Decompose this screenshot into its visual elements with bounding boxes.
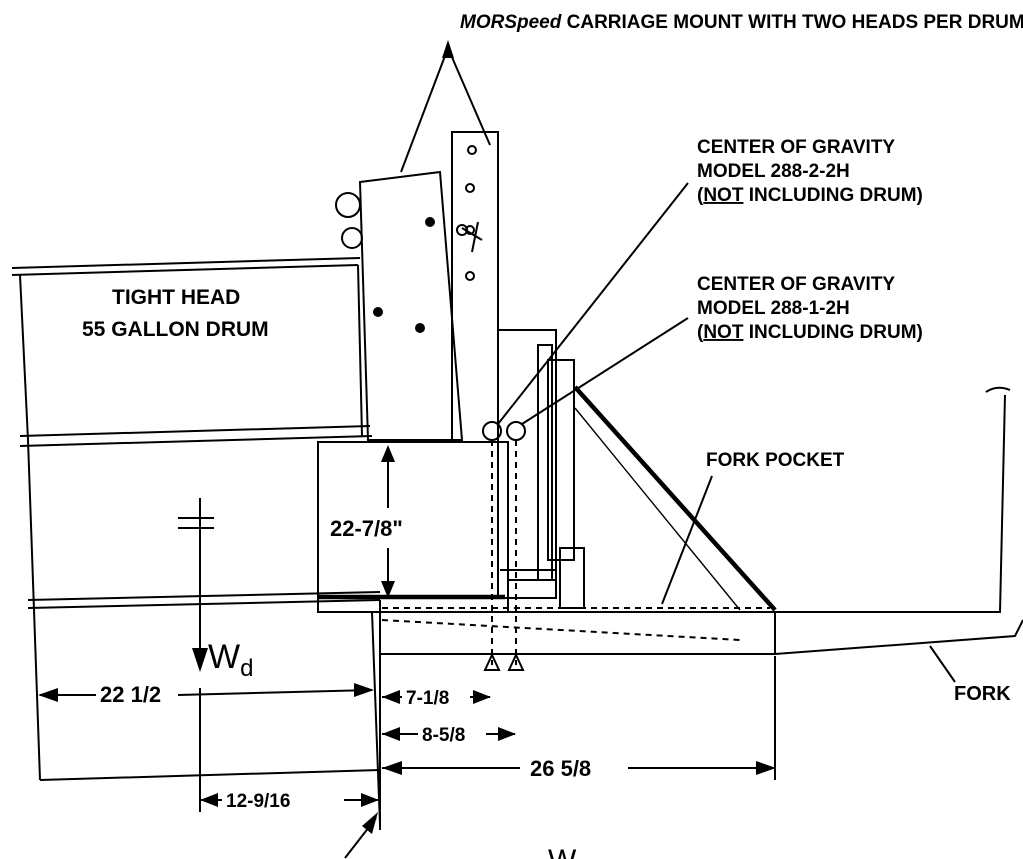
drum-label-line2: 55 GALLON DRUM: [82, 318, 269, 341]
fork-pocket: [379, 607, 776, 655]
drum-centerline: [178, 498, 214, 812]
dim-fork-pocket-length: [382, 656, 776, 780]
dim-fork-pocket-length-label: 26 5/8: [530, 756, 591, 781]
drum: [11, 257, 381, 781]
title-rest: CARRIAGE MOUNT WITH TWO HEADS PER DRUM: [561, 12, 1023, 33]
dim-cog-1: [382, 690, 491, 704]
fork-pocket-label: FORK POCKET: [706, 450, 845, 471]
dim-cog-2: [382, 727, 516, 741]
diagram-title: MORSpeed CARRIAGE MOUNT WITH TWO HEADS P…: [460, 12, 1023, 33]
dim-cog-1-label: 7-1/8: [406, 688, 449, 709]
drum-weight-label: Wd: [208, 638, 253, 682]
dim-drum-center: [200, 793, 379, 807]
dim-carriage-height: [381, 445, 395, 598]
dim-drum-width: [38, 683, 374, 702]
bottom-weight-label: W: [548, 844, 577, 859]
dim-drum-width-label: 22 1/2: [100, 682, 161, 707]
cog-markers: [482, 182, 689, 671]
dim-drum-center-label: 12-9/16: [226, 791, 290, 812]
reference-line: [344, 600, 381, 859]
drum-label-line1: TIGHT HEAD: [112, 286, 240, 309]
carriage-plate: [317, 329, 585, 613]
brand-name: MORSpeed: [460, 12, 562, 33]
cog-1-2h-line2: MODEL 288-1-2H: [697, 298, 850, 319]
cog-2-2h-line2: MODEL 288-2-2H: [697, 161, 850, 182]
cog-1-2h-line1: CENTER OF GRAVITY: [697, 274, 895, 295]
fork: [774, 386, 1023, 655]
dim-cog-2-label: 8-5/8: [422, 725, 465, 746]
drum-label-2: 55 GALLON DRUM: [82, 318, 269, 341]
dim-carriage-height-label: 22-7/8": [330, 516, 403, 541]
cog-288-2-2h-label: CENTER OF GRAVITY MODEL 288-2-2H (NOT IN…: [697, 137, 923, 206]
drum-label: TIGHT HEAD: [112, 286, 240, 309]
cog-2-2h-line1: CENTER OF GRAVITY: [697, 137, 895, 158]
fork-label: FORK: [954, 683, 1011, 705]
title-leader-lines: [400, 40, 491, 173]
cog-288-1-2h-label: CENTER OF GRAVITY MODEL 288-1-2H (NOT IN…: [697, 274, 923, 343]
drum-head-clamp: [335, 170, 464, 441]
gusset-brace: [573, 385, 777, 612]
